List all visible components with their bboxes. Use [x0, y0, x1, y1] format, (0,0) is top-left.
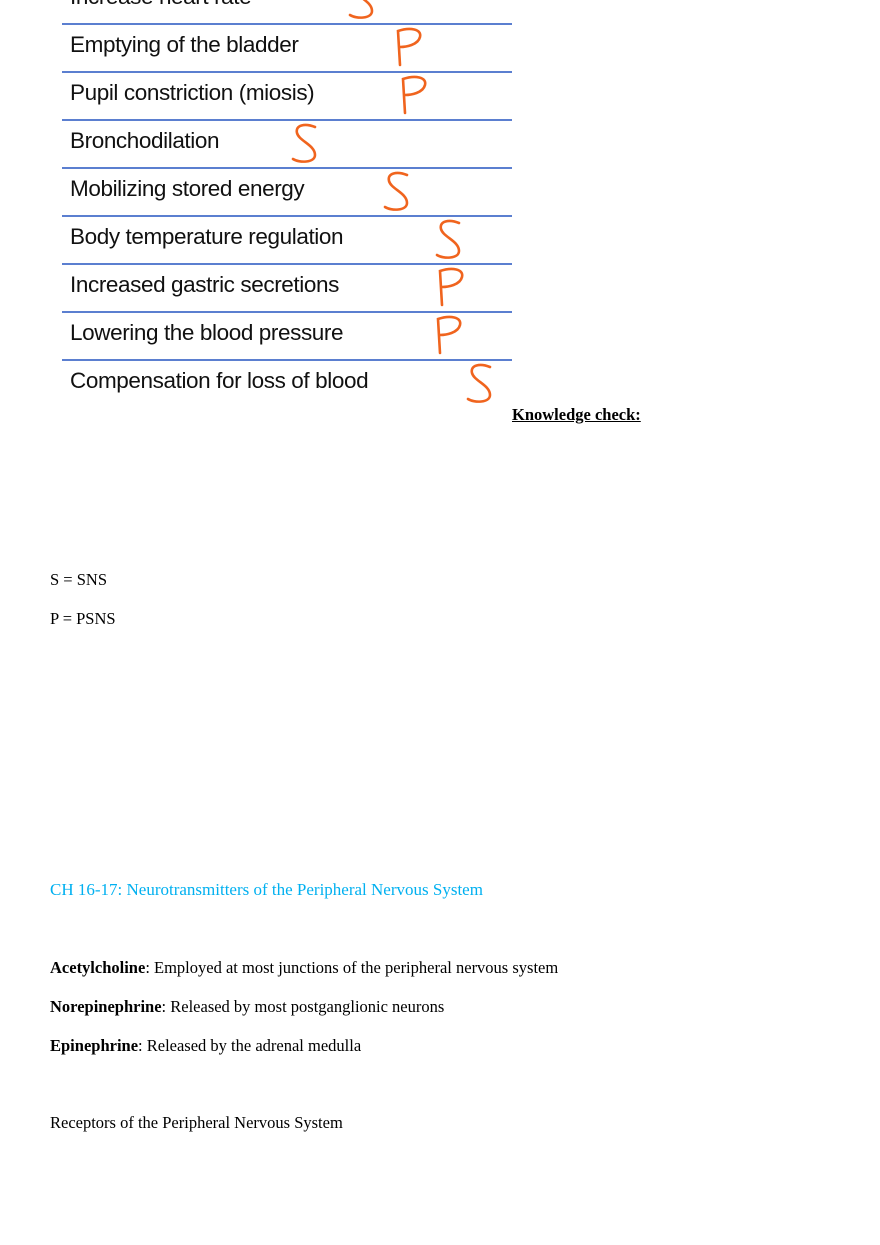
table-row: Increased gastric secretions	[62, 263, 512, 313]
desc: : Released by most postganglionic neuron…	[161, 997, 445, 1016]
function-label: Body temperature regulation	[70, 224, 344, 249]
nt-epinephrine: Epinephrine: Released by the adrenal med…	[50, 1036, 361, 1056]
function-label: Mobilizing stored energy	[70, 176, 305, 201]
legend-p: P = PSNS	[50, 609, 116, 628]
handwritten-p-mark	[436, 315, 462, 355]
handwritten-p-mark	[396, 27, 422, 67]
receptors-heading: Receptors of the Peripheral Nervous Syst…	[50, 1113, 343, 1132]
table-row: Mobilizing stored energy	[62, 167, 512, 217]
table-row: Emptying of the bladder	[62, 23, 512, 73]
function-label: Bronchodilation	[70, 128, 220, 153]
table-row: Compensation for loss of blood	[62, 359, 512, 407]
function-label: Increase heart rate	[70, 0, 252, 10]
term: Norepinephrine	[50, 997, 162, 1016]
handwritten-s-mark	[348, 0, 374, 19]
knowledge-check-heading: Knowledge check:	[512, 405, 641, 424]
handwritten-s-mark	[466, 363, 492, 403]
section-heading: CH 16-17: Neurotransmitters of the Perip…	[50, 880, 483, 899]
nt-norepinephrine: Norepinephrine: Released by most postgan…	[50, 997, 444, 1017]
table-row: Lowering the blood pressure	[62, 311, 512, 361]
function-label: Emptying of the bladder	[70, 32, 299, 57]
function-label: Increased gastric secretions	[70, 272, 339, 297]
desc: : Released by the adrenal medulla	[138, 1036, 362, 1055]
table-row: Increase heart rate	[62, 0, 512, 25]
handwritten-s-mark	[435, 219, 461, 259]
function-label: Lowering the blood pressure	[70, 320, 344, 345]
term: Epinephrine	[50, 1036, 139, 1055]
handwritten-p-mark	[438, 267, 464, 307]
table-row: Body temperature regulation	[62, 215, 512, 265]
table-row: Bronchodilation	[62, 119, 512, 169]
table-row: Pupil constriction (miosis)	[62, 71, 512, 121]
function-label: Compensation for loss of blood	[70, 368, 369, 393]
handwritten-s-mark	[383, 171, 409, 211]
term: Acetylcholine	[50, 958, 146, 977]
handwritten-s-mark	[291, 123, 317, 163]
nt-acetylcholine: Acetylcholine: Employed at most junction…	[50, 958, 558, 978]
handwritten-p-mark	[401, 75, 427, 115]
desc: : Employed at most junctions of the peri…	[145, 958, 559, 977]
legend-s: S = SNS	[50, 570, 108, 589]
sns-psns-table-image: Increase heart rateEmptying of the bladd…	[57, 0, 512, 415]
function-label: Pupil constriction (miosis)	[70, 80, 315, 105]
